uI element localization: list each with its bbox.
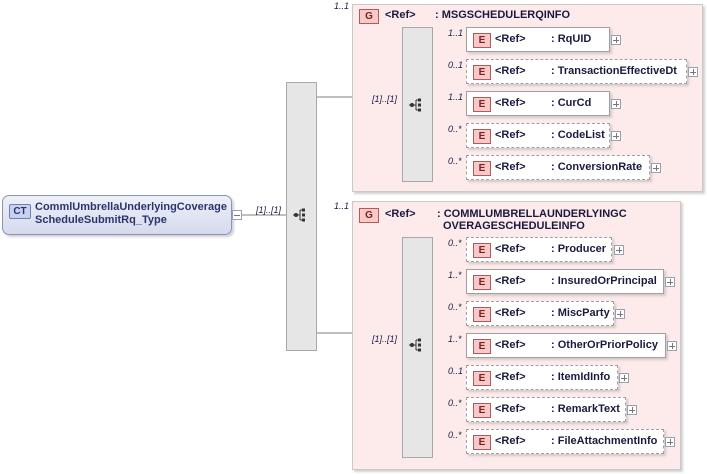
sequence-icon [409,338,421,352]
complex-type-name: CommlUmbrellaUnderlyingCoverageScheduleS… [35,201,227,226]
element-ref: <Ref> [495,307,526,319]
group-name: : MSGSCHEDULERQINFO [435,9,571,21]
element-occurrence: 1..1 [448,28,464,38]
element-name: : MiscParty [551,307,610,319]
element-badge: E [473,129,491,144]
element-otherorpriorpolicy[interactable]: E <Ref> : OtherOrPriorPolicy [466,333,666,358]
root-sequence-occurrence: [1]..[1] [256,205,282,215]
element-ref: <Ref> [495,243,526,255]
element-name: : ConversionRate [551,161,643,173]
element-ref: <Ref> [495,339,526,351]
element-occurrence: 0..* [448,398,462,408]
element-producer[interactable]: E <Ref> : Producer [466,237,612,262]
complex-type-badge: CT [9,204,31,219]
element-ref: <Ref> [495,275,526,287]
expand-icon[interactable] [665,437,675,447]
element-occurrence: 0..1 [448,366,464,376]
element-badge: E [473,161,491,176]
element-ref: <Ref> [495,129,526,141]
element-ref: <Ref> [495,65,526,77]
element-curcd[interactable]: E <Ref> : CurCd [466,91,610,116]
group-2-sequence-occurrence: [1]..[1] [372,334,398,344]
element-name: : InsuredOrPrincipal [551,275,657,287]
group-name-line-2: OVERAGESCHEDULEINFO [443,220,585,232]
element-miscparty[interactable]: E <Ref> : MiscParty [466,301,614,326]
expand-icon[interactable] [611,99,621,109]
element-name: : RemarkText [551,403,620,415]
group-ref: <Ref> [385,208,416,220]
element-badge: E [473,97,491,112]
element-occurrence: 1..* [448,270,462,280]
element-ref: <Ref> [495,403,526,415]
element-badge: E [473,435,491,450]
element-fileattachmentinfo[interactable]: E <Ref> : FileAttachmentInfo [466,429,664,454]
element-occurrence: 0..1 [448,60,464,70]
element-name: : ItemIdInfo [551,371,611,383]
group-ref: <Ref> [385,9,416,21]
element-badge: E [473,339,491,354]
element-itemidinfo[interactable]: E <Ref> : ItemIdInfo [466,365,618,390]
expand-icon[interactable] [667,341,677,351]
group-1-sequence-occurrence: [1]..[1] [372,94,398,104]
sequence-icon [293,208,305,222]
group-2-occurrence: 1..1 [334,201,350,211]
expand-icon[interactable] [611,131,621,141]
element-name: : Producer [551,243,607,255]
element-ref: <Ref> [495,371,526,383]
element-rquid[interactable]: E <Ref> : RqUID [466,27,610,52]
group-badge: G [359,9,379,24]
element-insuredorprincipal[interactable]: E <Ref> : InsuredOrPrincipal [466,269,664,294]
root-sequence-connector[interactable] [286,82,317,351]
element-ref: <Ref> [495,435,526,447]
expand-icon[interactable] [611,35,621,45]
group-2-sequence-connector[interactable] [402,237,433,458]
expand-icon[interactable] [651,163,661,173]
expand-icon[interactable] [615,309,625,319]
element-ref: <Ref> [495,161,526,173]
expand-icon[interactable] [614,245,624,255]
collapse-icon[interactable] [232,210,242,220]
element-remarktext[interactable]: E <Ref> : RemarkText [466,397,626,422]
expand-icon[interactable] [619,373,629,383]
group-1-sequence-connector[interactable] [402,27,433,182]
element-name: : TransactionEffectiveDt [551,65,677,77]
complex-type-box[interactable]: CT CommlUmbrellaUnderlyingCoverageSchedu… [2,195,232,235]
element-occurrence: 0..* [448,430,462,440]
element-ref: <Ref> [495,97,526,109]
element-name: : FileAttachmentInfo [551,435,658,447]
element-occurrence: 0..* [448,238,462,248]
element-occurrence: 0..* [448,124,462,134]
group-1-occurrence: 1..1 [334,1,350,11]
element-badge: E [473,403,491,418]
group-name-line-1: : COMMLUMBRELLAUNDERLYINGC [437,208,627,220]
element-occurrence: 0..* [448,302,462,312]
element-badge: E [473,33,491,48]
element-ref: <Ref> [495,33,526,45]
element-name: : CodeList [551,129,605,141]
expand-icon[interactable] [665,277,675,287]
element-badge: E [473,371,491,386]
element-badge: E [473,307,491,322]
expand-icon[interactable] [627,405,637,415]
element-name: : CurCd [551,97,592,109]
element-badge: E [473,65,491,80]
element-occurrence: 0..* [448,156,462,166]
expand-icon[interactable] [688,67,698,77]
element-codelist[interactable]: E <Ref> : CodeList [466,123,610,148]
group-badge: G [359,208,379,223]
element-occurrence: 1..* [448,334,462,344]
element-conversionrate[interactable]: E <Ref> : ConversionRate [466,155,650,180]
element-name: : RqUID [551,33,592,45]
element-badge: E [473,243,491,258]
element-occurrence: 1..1 [448,92,464,102]
element-badge: E [473,275,491,290]
element-transactioneffectivedt[interactable]: E <Ref> : TransactionEffectiveDt [466,59,687,84]
element-name: : OtherOrPriorPolicy [551,339,658,351]
sequence-icon [409,98,421,112]
